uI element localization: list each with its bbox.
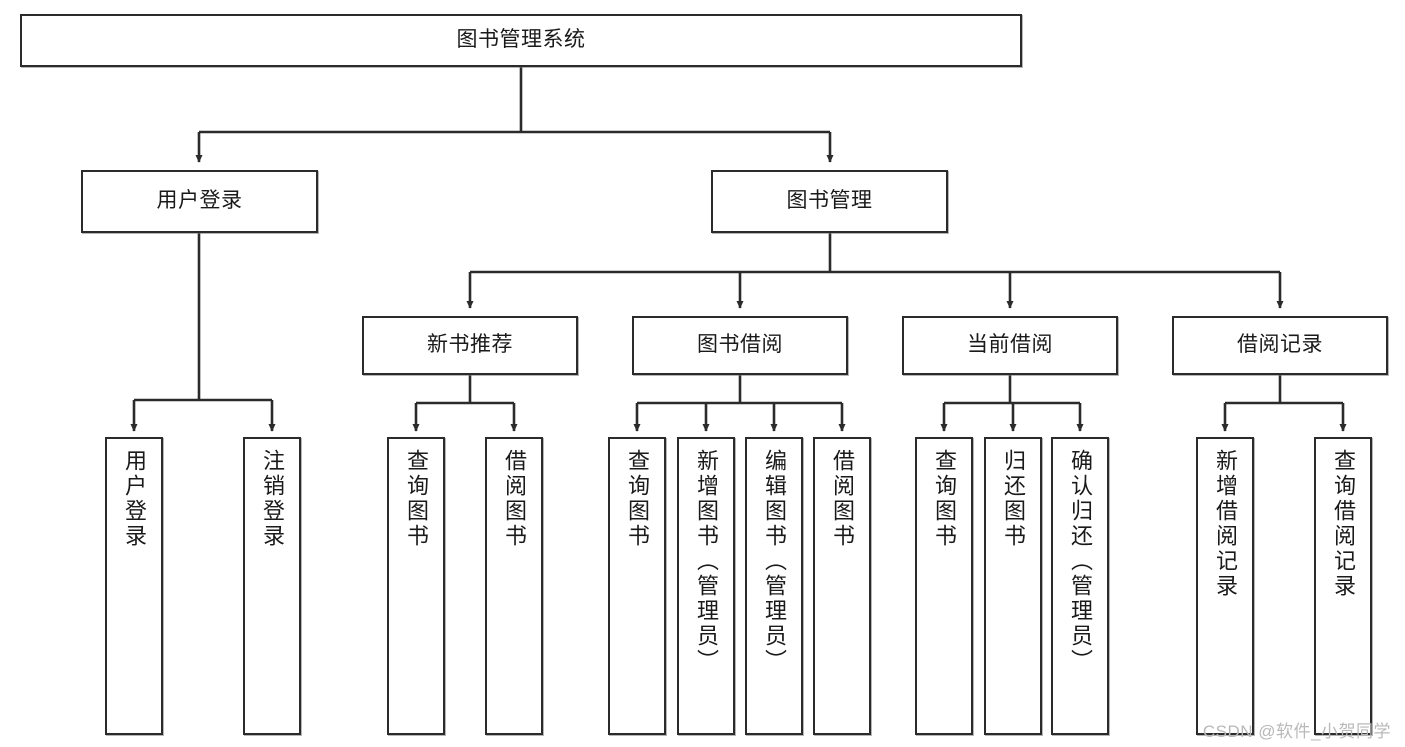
leaf-query-book-1[interactable]: 查询图书 [387,437,445,735]
leaf-borrow-book-2-label: 借阅图书 [830,449,855,549]
leaf-user-login[interactable]: 用户登录 [105,437,163,735]
leaf-edit-book-label: 编辑图书（管理员） [762,449,787,674]
node-borrow-record[interactable]: 借阅记录 [1172,316,1388,375]
leaf-query-book-3[interactable]: 查询图书 [915,437,973,735]
node-root[interactable]: 图书管理系统 [20,14,1022,67]
leaf-query-record[interactable]: 查询借阅记录 [1314,437,1372,735]
node-borrow-record-label: 借阅记录 [1237,333,1323,357]
node-current-borrow-label: 当前借阅 [967,333,1053,357]
leaf-query-book-1-label: 查询图书 [404,449,429,549]
leaf-query-book-3-label: 查询图书 [932,449,957,549]
leaf-return-book[interactable]: 归还图书 [984,437,1042,735]
node-new-book-recommend-label: 新书推荐 [427,333,513,357]
leaf-return-book-label: 归还图书 [1001,449,1026,549]
leaf-borrow-book-1[interactable]: 借阅图书 [485,437,543,735]
leaf-query-book-2[interactable]: 查询图书 [608,437,666,735]
leaf-add-book-label: 新增图书（管理员） [694,449,719,674]
leaf-borrow-book-1-label: 借阅图书 [502,449,527,549]
leaf-add-record[interactable]: 新增借阅记录 [1196,437,1254,735]
leaf-query-book-2-label: 查询图书 [625,449,650,549]
node-book-manage-label: 图书管理 [786,189,873,213]
leaf-logout-login-label: 注销登录 [260,449,285,549]
node-user-login[interactable]: 用户登录 [81,170,318,233]
leaf-query-record-label: 查询借阅记录 [1331,449,1356,599]
node-book-borrow-label: 图书借阅 [697,333,783,357]
leaf-edit-book[interactable]: 编辑图书（管理员） [745,437,803,735]
leaf-borrow-book-2[interactable]: 借阅图书 [813,437,871,735]
leaf-user-login-label: 用户登录 [122,449,147,549]
node-user-login-label: 用户登录 [156,189,243,213]
node-current-borrow[interactable]: 当前借阅 [902,316,1118,375]
leaf-add-record-label: 新增借阅记录 [1213,449,1238,599]
leaf-confirm-return-label: 确认归还（管理员） [1068,449,1093,674]
leaf-add-book[interactable]: 新增图书（管理员） [677,437,735,735]
node-new-book-recommend[interactable]: 新书推荐 [362,316,578,375]
node-root-label: 图书管理系统 [456,28,586,52]
node-book-borrow[interactable]: 图书借阅 [632,316,848,375]
node-book-manage[interactable]: 图书管理 [711,170,948,233]
leaf-confirm-return[interactable]: 确认归还（管理员） [1051,437,1109,735]
leaf-logout-login[interactable]: 注销登录 [243,437,301,735]
